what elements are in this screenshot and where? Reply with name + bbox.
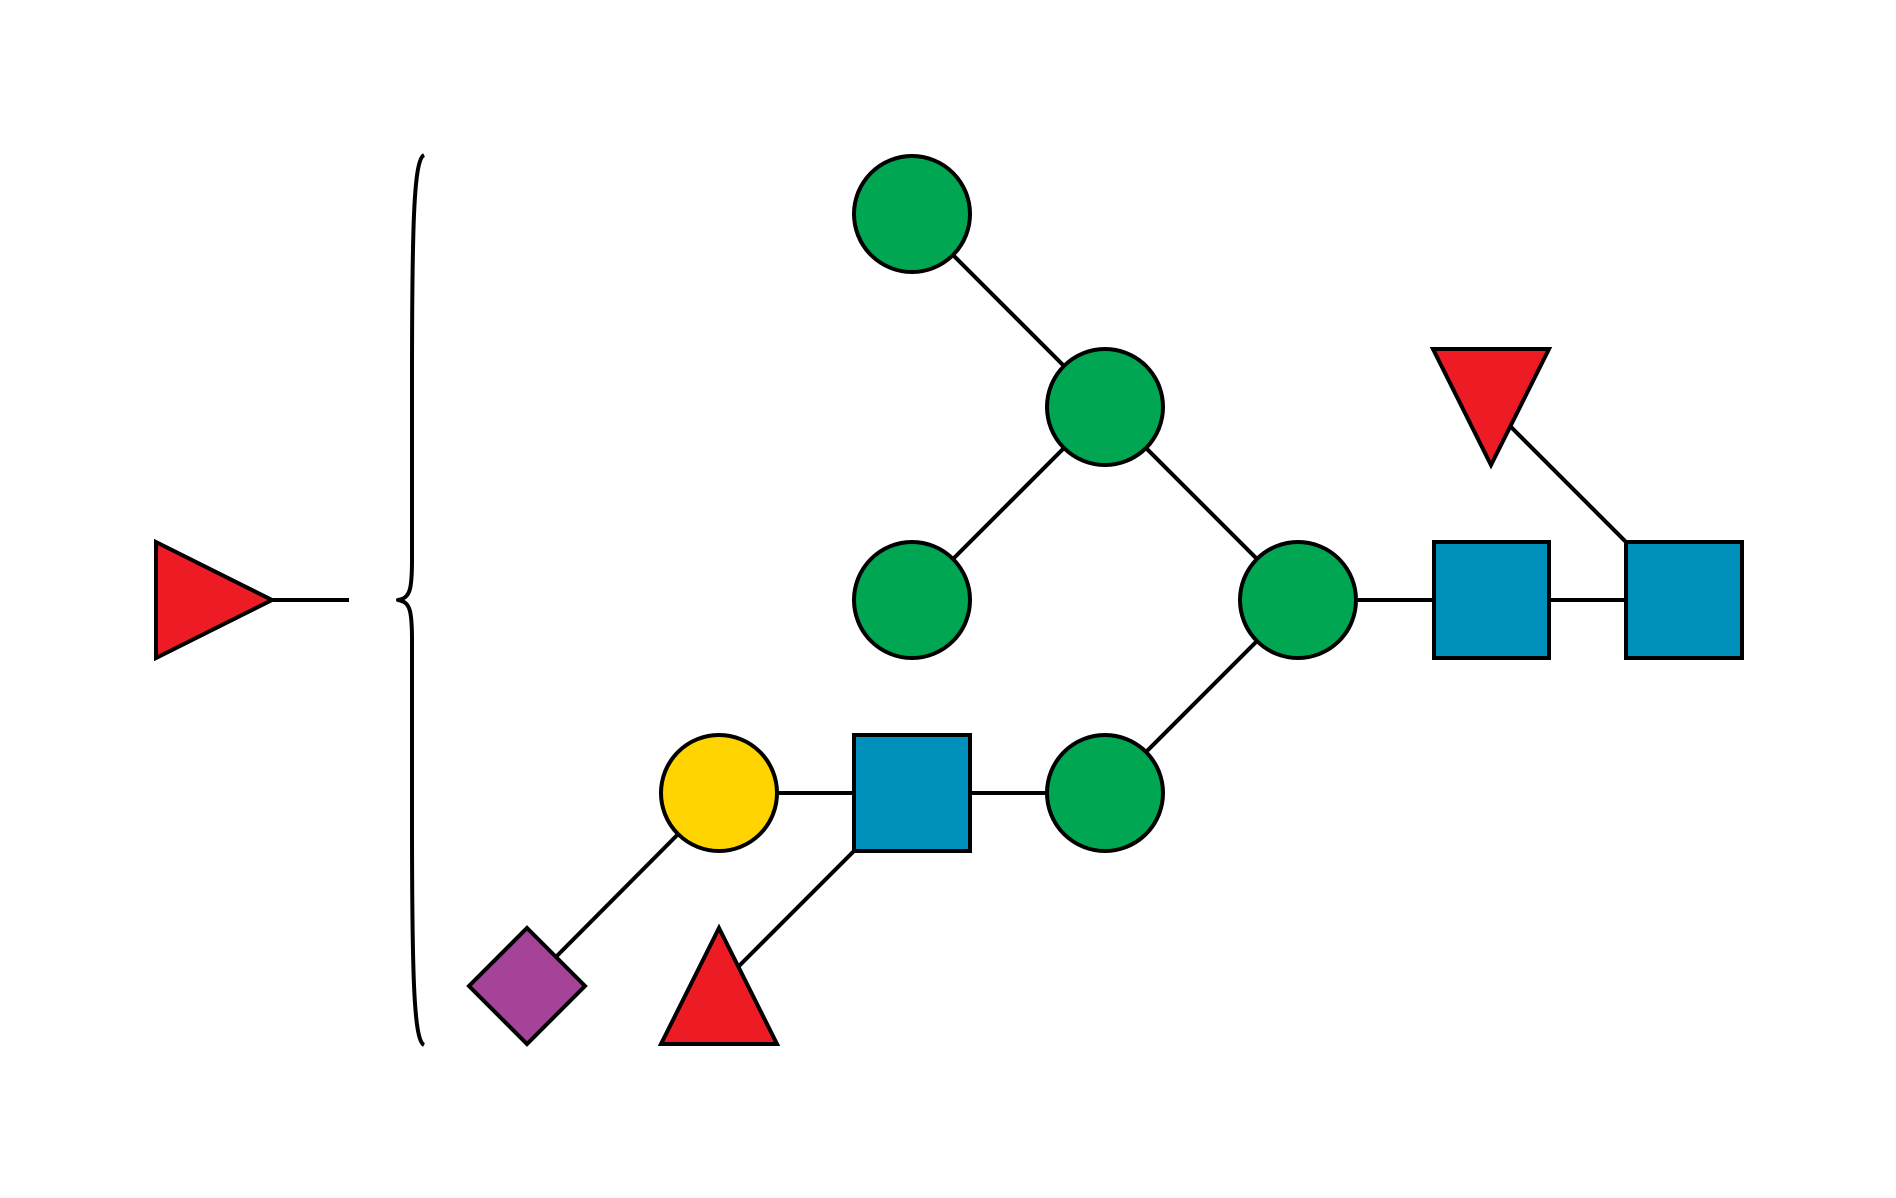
fucose-floating-triangle	[154, 538, 277, 662]
mannose-core-circle	[1238, 540, 1358, 660]
fucose-branch-triangle	[657, 923, 781, 1046]
mannose-branch-circle	[1045, 347, 1165, 467]
attachment-brace	[396, 153, 426, 1047]
galactose-circle	[659, 733, 779, 853]
mannose-lower-circle	[1045, 733, 1165, 853]
glcnac-reducing-square	[1624, 540, 1744, 660]
fucose-core-triangle	[1429, 347, 1553, 470]
neu5ac-diamond	[466, 925, 588, 1047]
mannose-left-circle	[852, 540, 972, 660]
glcnac-branch-square	[852, 733, 972, 853]
mannose-top-circle	[852, 154, 972, 274]
glcnac-core-square	[1432, 540, 1551, 660]
